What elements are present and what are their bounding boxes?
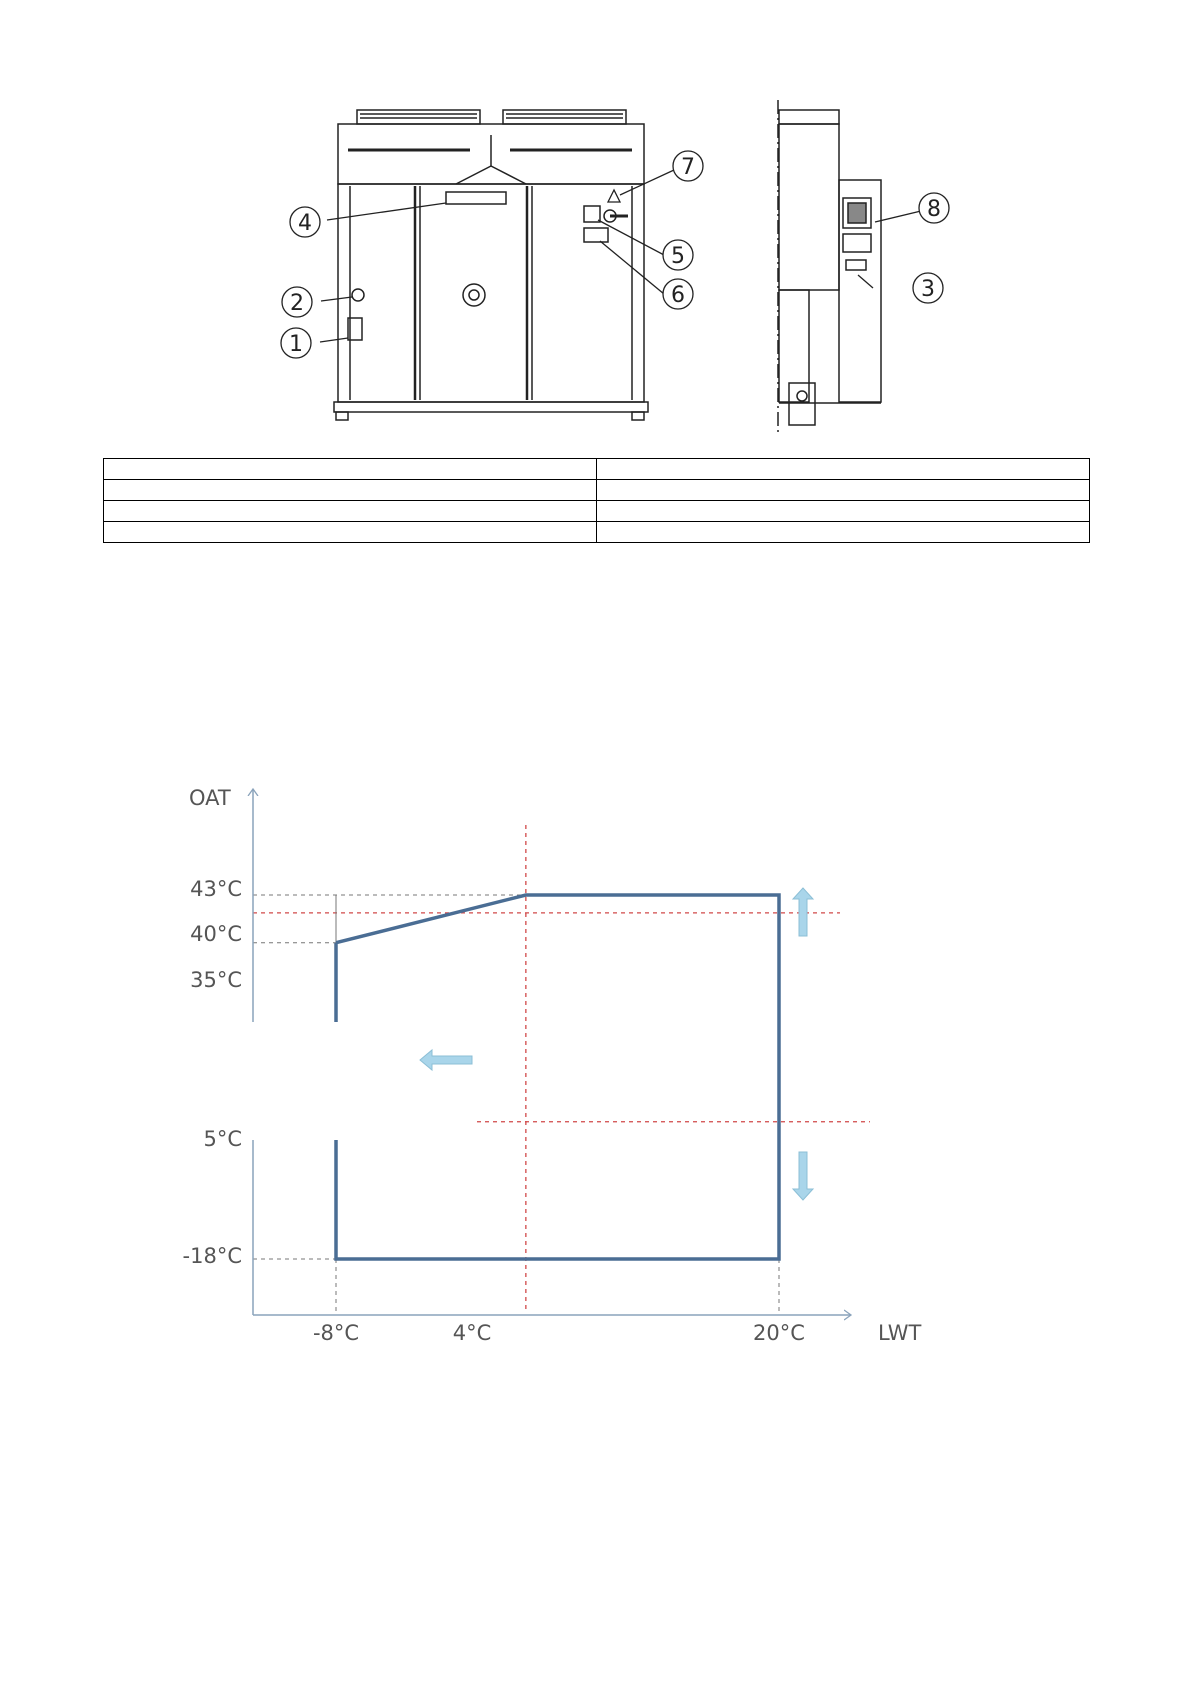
callout-8: 8 [927,197,941,222]
callout-3: 3 [921,277,935,302]
callout-1-circle [280,327,312,359]
y-tick-label: 43°C [190,877,242,901]
callout-3-circle [912,272,944,304]
label-5 [583,205,601,223]
arrow-down-icon [791,1151,815,1201]
arrow-left-icon [419,1048,473,1072]
table-cell [596,458,1090,480]
table-cell [103,521,597,543]
callout-7: 7 [681,155,695,180]
y-tick-label: 35°C [190,968,242,992]
callout-8-circle [918,192,950,224]
table-row [103,500,1090,522]
callout-2-circle [281,286,313,318]
arrow-up-icon [791,887,815,937]
table-row [103,458,1090,480]
front-body [337,183,645,403]
table-cell [103,479,597,501]
callout-group [280,150,950,359]
callout-5: 5 [671,244,685,269]
callout-2: 2 [290,291,304,316]
label-8 [842,233,872,253]
side-fan-grille [778,109,840,125]
name-plate [445,191,507,205]
callout-5-circle [662,239,694,271]
label-table [103,458,1090,543]
callout-6: 6 [671,283,685,308]
callout-4-circle [289,206,321,238]
table-cell [596,500,1090,522]
table-cell [103,500,597,522]
callout-4: 4 [298,211,312,236]
gauge-2 [351,288,365,302]
front-port [462,283,486,307]
y-tick-label: 40°C [190,922,242,946]
table-row [103,479,1090,501]
front-fan-grilles [356,109,627,125]
envelope-line [334,893,781,1261]
x-tick-label: 4°C [453,1321,492,1345]
side-top-section [778,123,840,291]
callout-1: 1 [289,332,303,357]
operating-envelope-chart: OAT LWT 43°C 40°C 35°C 5°C -18°C -8°C 4°… [183,786,922,1345]
masked-area [235,1022,475,1140]
table-cell [103,458,597,480]
side-panel [838,179,882,403]
x-axis-label: LWT [878,1321,922,1345]
x-tick-label: 20°C [753,1321,805,1345]
side-foot [788,382,816,426]
callout-7-circle [672,150,704,182]
x-tick-label: -8°C [313,1321,359,1345]
unit-drawing: 1 2 3 4 5 6 7 8 [280,100,950,432]
table-row [103,521,1090,543]
callout-6-circle [662,278,694,310]
table-cell [596,521,1090,543]
y-axis-label: OAT [189,786,231,810]
side-body [778,289,810,403]
label-3 [845,259,867,271]
label-6 [583,227,609,243]
table-cell [596,479,1090,501]
warning-triangle [606,188,622,203]
y-tick-label: -18°C [183,1244,242,1268]
label-1 [347,317,363,341]
control-display [842,197,872,229]
y-tick-label: 5°C [203,1127,242,1151]
